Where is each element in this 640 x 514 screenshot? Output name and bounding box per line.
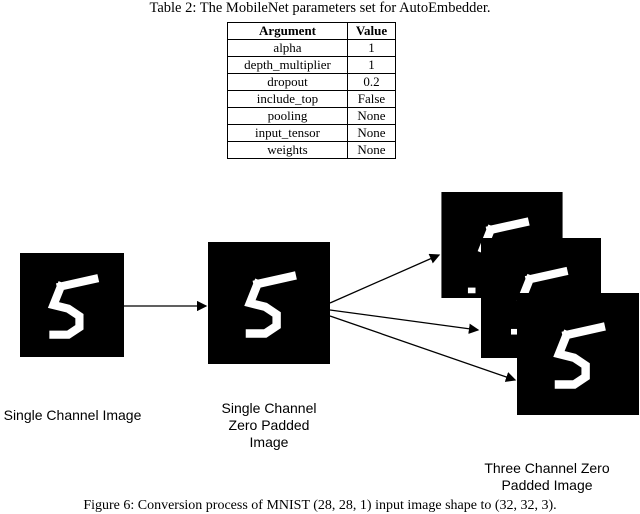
table-header-row: Argument Value bbox=[227, 22, 396, 40]
label-zero-padded: Single Channel Zero Padded Image bbox=[221, 400, 317, 450]
cell-value: None bbox=[347, 141, 396, 159]
table-caption: Table 2: The MobileNet parameters set fo… bbox=[149, 0, 491, 16]
cell-argument: weights bbox=[227, 141, 348, 159]
arrow-channel-3 bbox=[329, 315, 517, 382]
arrow-channel-1 bbox=[329, 253, 441, 304]
header-value: Value bbox=[347, 22, 396, 40]
three-channel-image-front bbox=[517, 293, 639, 415]
zero-padded-image bbox=[208, 242, 330, 364]
cell-argument: dropout bbox=[227, 73, 348, 91]
label-single-channel: Single Channel Image bbox=[3, 407, 142, 423]
cell-argument: input_tensor bbox=[227, 124, 348, 142]
figure-caption: Figure 6: Conversion process of MNIST (2… bbox=[83, 498, 557, 513]
single-channel-image bbox=[20, 253, 124, 357]
cell-argument: depth_multiplier bbox=[227, 56, 348, 74]
cell-argument: include_top bbox=[227, 90, 348, 108]
label-three-channel: Three Channel Zero Padded Image bbox=[484, 460, 610, 493]
arrow-channel-2 bbox=[329, 309, 480, 334]
cell-value: False bbox=[347, 90, 396, 108]
cell-value: None bbox=[347, 107, 396, 125]
